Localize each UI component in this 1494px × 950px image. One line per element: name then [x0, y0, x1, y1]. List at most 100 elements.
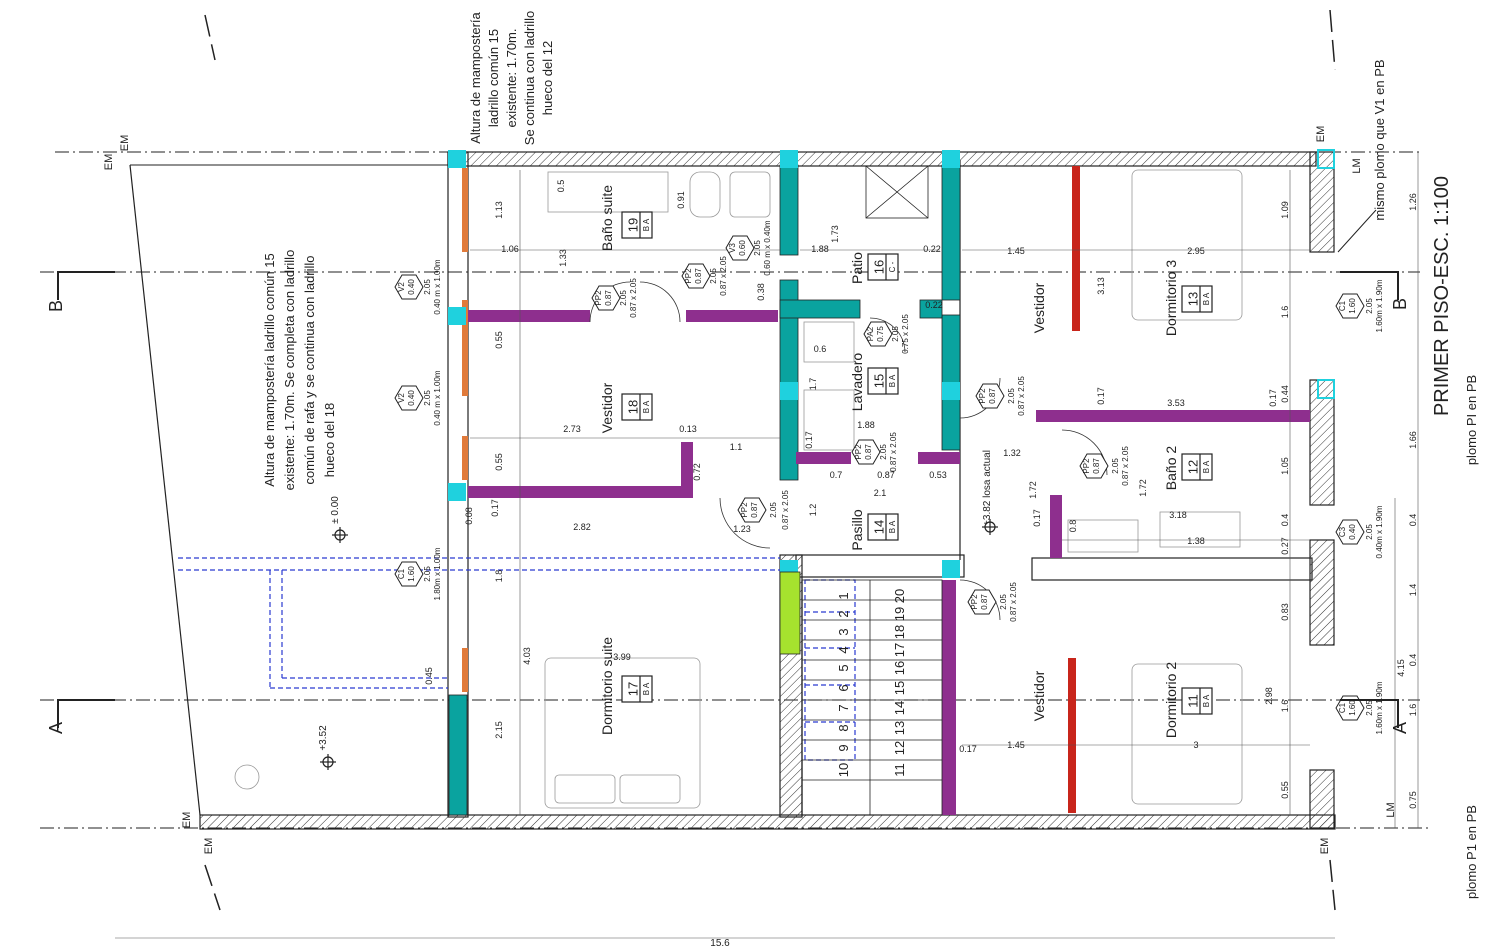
opening-size: 0.87 [864, 444, 873, 460]
stair-step: 6 [836, 684, 851, 691]
dim-room: 0.8 [1068, 520, 1078, 533]
opening-height: 2.05 [1365, 298, 1374, 314]
level-mark: ± 0.00 [330, 496, 341, 524]
opening-spec: 0.87 x 2.05 [1121, 446, 1130, 486]
room-tag [1181, 285, 1213, 313]
dim-room: 1.7 [808, 378, 818, 391]
opening-size: 0.75 [876, 326, 885, 342]
dim-room: 0.13 [679, 424, 697, 434]
dim-room: 0.22 [925, 300, 943, 310]
room-tag [1181, 687, 1213, 715]
opening-spec: 0.60 m x 0.40m [763, 220, 772, 275]
room-code: B A [1202, 292, 1211, 305]
axis-label-lm: LM [1351, 158, 1363, 173]
room-tag [867, 513, 899, 541]
opening-size: 0.40 [407, 390, 416, 406]
opening-spec: 0.40 m x 1.00m [433, 259, 442, 314]
room-name: Baño suite [599, 185, 615, 251]
stair-step: 7 [836, 704, 851, 711]
opening-code: V3 [728, 243, 737, 253]
opening-size: 0.60 [738, 240, 747, 256]
axis-label-em: EM [203, 838, 215, 855]
stair-step: 4 [836, 646, 851, 653]
dim-room: 2.73 [563, 424, 581, 434]
opening-hex [737, 497, 767, 523]
opening-height: 2.05 [423, 390, 432, 406]
opening-spec: 0.40 m x 1.00m [433, 370, 442, 425]
section-label-b: B [46, 300, 66, 312]
room-code: B A [642, 218, 651, 231]
glass-walls [448, 164, 961, 816]
opening-height: 2.05 [423, 566, 432, 582]
dim-right: 1.4 [1408, 584, 1418, 597]
opening-size: 0.87 [988, 388, 997, 404]
opening-code: PP2 [684, 268, 693, 284]
room-labels: Baño suite Vestidor Dormitorio suite Pat… [599, 185, 1179, 738]
stair-numbers: 1 2 3 4 5 6 7 8 9 10 11 12 13 14 15 16 1… [836, 589, 907, 777]
axis-label-em: EM [103, 154, 115, 171]
opening-hex [394, 385, 424, 411]
opening-code: PP2 [970, 594, 979, 610]
opening-height: 2.05 [1111, 458, 1120, 474]
opening-size: 0.40 [1348, 524, 1357, 540]
room-number: 11 [1185, 694, 1200, 708]
room-number: 18 [625, 400, 640, 414]
room-tag [621, 675, 653, 703]
opening-height: 2.05 [891, 326, 900, 342]
opening-hex [967, 589, 997, 615]
dim-room: 0.55 [1280, 781, 1290, 799]
note-line: Altura de mampostería ladrillo común 15 [262, 253, 277, 486]
dim-room: 1.09 [1280, 201, 1290, 219]
dim-room: 0.22 [923, 244, 941, 254]
note-line: ladrillo común 15 [486, 29, 501, 127]
dim-room: 0.38 [756, 283, 766, 301]
wood-strips [462, 168, 468, 692]
opening-size: 1.60 [407, 566, 416, 582]
room-name: Vestidor [1031, 282, 1047, 333]
section-label-a: A [46, 722, 66, 734]
note-losa: +3.82 losa actual [982, 450, 993, 526]
dim-room: 1.45 [1007, 246, 1025, 256]
opening-height: 2.05 [753, 240, 762, 256]
dim-right: 0.75 [1408, 791, 1418, 809]
opening-spec: 1.60m x 1.90m [1375, 681, 1384, 734]
opening-spec: 0.87 x 2.05 [781, 490, 790, 530]
note-line: Se continua con ladrillo [522, 11, 537, 145]
section-marks [57, 271, 1399, 728]
opening-hex [725, 235, 755, 261]
note-line: existente: 1.70m. [504, 29, 519, 128]
new-walls [468, 310, 1310, 815]
dim-room: 1.13 [494, 201, 504, 219]
dim-room: 1.8 [494, 570, 504, 583]
opening-hex [394, 561, 424, 587]
dim-room: 0.72 [692, 463, 702, 481]
opening-size: 0.40 [407, 279, 416, 295]
room-code: B A [888, 374, 897, 387]
note-plomo-pi: plomo PI en PB [1464, 375, 1479, 465]
dim-room: 1.06 [501, 244, 519, 254]
stair-step: 13 [892, 721, 907, 735]
dim-room: 0.4 [1280, 514, 1290, 527]
room-code: B A [642, 682, 651, 695]
notes: Altura de mampostería ladrillo común 15 … [262, 11, 1479, 899]
opening-hex [851, 439, 881, 465]
side-lines [204, 9, 1336, 911]
opening-size: 0.87 [980, 594, 989, 610]
dim-room: 0.55 [494, 331, 504, 349]
opening-spec: 0.87 x 2.05 [1017, 376, 1026, 416]
dim-room: 1.72 [1028, 481, 1038, 499]
stair-step: 1 [836, 592, 851, 599]
room-name: Dormitorio 3 [1163, 260, 1179, 336]
dim-room: 0.17 [1096, 387, 1106, 405]
dim-room: 0.7 [830, 470, 843, 480]
dim-room: 0.45 [424, 667, 434, 685]
dim-room: 0.55 [494, 453, 504, 471]
dim-room: 2.1 [874, 488, 887, 498]
dim-right: 1.26 [1408, 193, 1418, 211]
dim-room: 1.33 [558, 249, 568, 267]
opening-height: 2.05 [619, 290, 628, 306]
room-number: 12 [1185, 460, 1200, 474]
opening-code: C3 [1338, 526, 1347, 537]
room-code: B A [1202, 694, 1211, 707]
door-swings [589, 281, 1108, 621]
